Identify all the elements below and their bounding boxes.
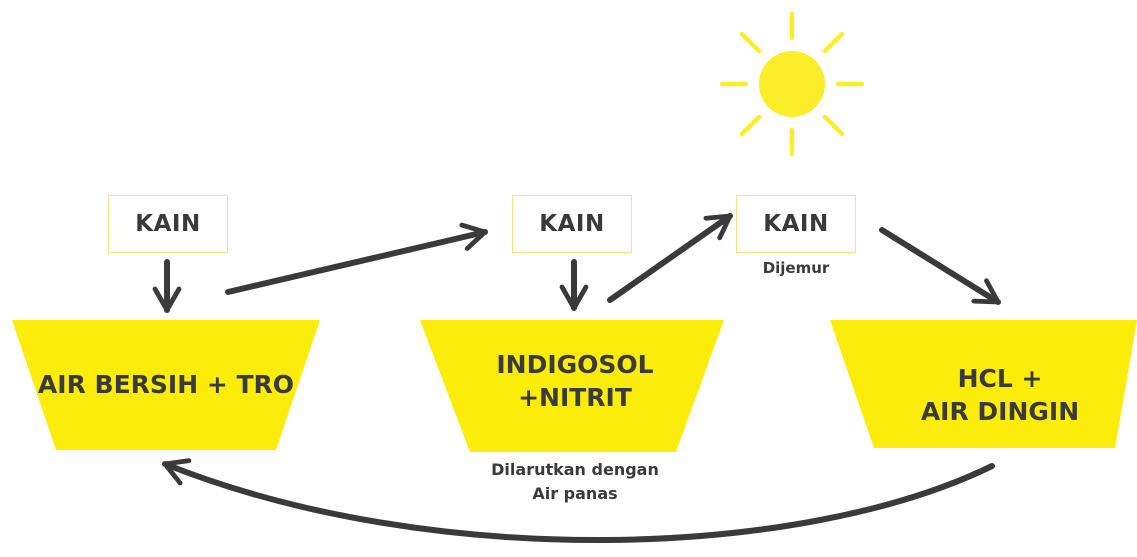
kain-box-1: KAIN: [108, 195, 228, 253]
kain-box-2: KAIN: [512, 195, 632, 253]
tub-label-indigosol-line1: INDIGOSOL: [496, 350, 654, 379]
arrow-tub-1-to-kain-2: [225, 222, 488, 295]
tub-label-air-bersih: AIR BERSIH + TRO: [37, 369, 295, 399]
kain-box-3: KAIN: [736, 195, 856, 253]
tub-label-hcl-line2: AIR DINGIN: [920, 397, 1080, 426]
arrow-tub-2-to-kain-3: [607, 213, 733, 303]
tub-label-hcl: HCL + AIR DINGIN: [880, 360, 1120, 430]
arrow-return-cycle: [162, 458, 995, 543]
tub-label-indigosol: INDIGOSOL +NITRIT: [440, 346, 710, 416]
note-dilarutkan-line2: Air panas: [532, 484, 618, 503]
note-dilarutkan: Dilarutkan dengan Air panas: [450, 458, 700, 506]
tub-hcl: [830, 320, 1137, 448]
tub-air-bersih: [12, 320, 320, 450]
arrow-kain-3-to-tub-3: [879, 227, 1001, 305]
note-dijemur: Dijemur: [762, 259, 830, 277]
tub-label-hcl-line1: HCL +: [957, 364, 1043, 393]
tub-indigosol: [420, 320, 724, 452]
note-dilarutkan-line1: Dilarutkan dengan: [491, 460, 659, 479]
sun-icon: [719, 11, 865, 157]
tub-label-indigosol-line2: +NITRIT: [518, 383, 632, 412]
